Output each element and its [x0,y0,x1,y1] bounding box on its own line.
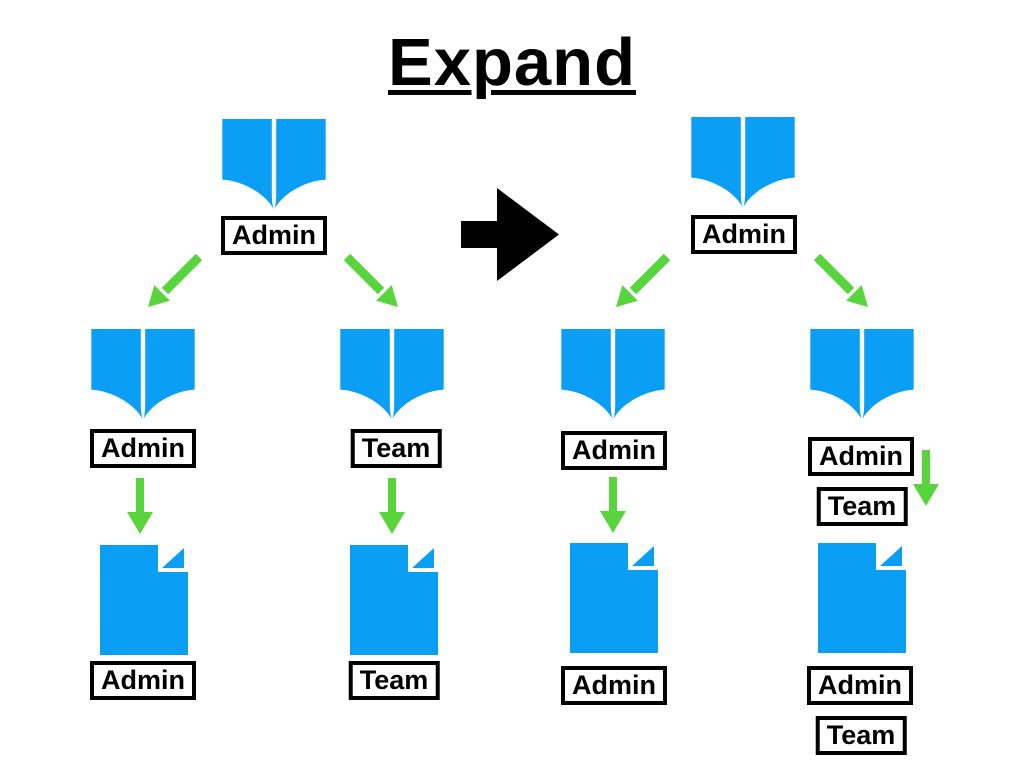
open-book-icon [807,329,917,421]
book-tag: Team [816,487,908,526]
root-tag: Admin [221,216,327,255]
right-arrow-icon [461,188,559,281]
book-tag: Admin [561,431,667,470]
open-book-icon [88,329,198,421]
doc-tag: Team [815,716,907,755]
doc-tag: Admin [561,666,667,705]
root-tag: Admin [691,215,797,254]
open-book-icon [688,117,798,209]
open-book-icon [219,119,329,211]
book-tag: Team [350,429,442,468]
diagram-title: Expand [388,25,636,100]
document-icon [100,545,188,655]
green-arrow-down-right-icon [338,252,404,312]
green-arrow-down-icon [379,478,405,534]
green-arrow-down-left-icon [142,252,208,312]
green-arrow-down-icon [600,477,626,533]
document-icon [818,543,906,653]
document-icon [570,543,658,653]
book-tag: Admin [90,429,196,468]
document-icon [350,545,438,655]
open-book-icon [337,329,447,421]
doc-tag: Team [348,661,440,700]
green-arrow-down-right-icon [808,252,874,312]
open-book-icon [558,329,668,421]
book-tag: Admin [808,437,914,476]
doc-tag: Admin [807,666,913,705]
green-arrow-down-left-icon [610,252,676,312]
green-arrow-down-icon [913,450,939,506]
doc-tag: Admin [90,661,196,700]
green-arrow-down-icon [127,478,153,534]
